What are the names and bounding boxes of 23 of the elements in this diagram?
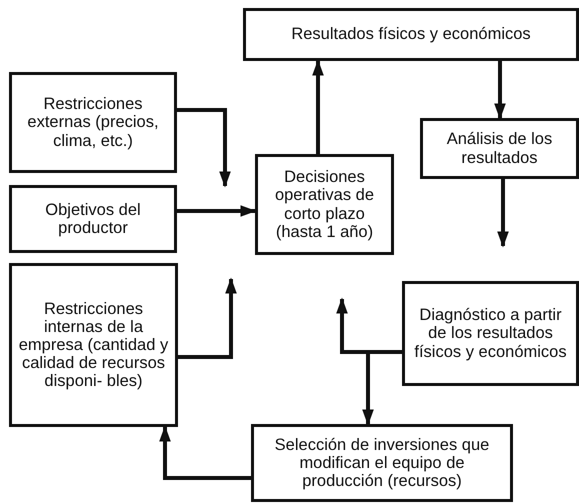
process-box — [9, 185, 177, 253]
process-box — [243, 8, 579, 61]
box-text: Diagnóstico a partir de los resultados físicos y económicos — [413, 306, 568, 361]
process-box — [9, 263, 178, 427]
process-box — [255, 154, 394, 255]
process-box — [402, 281, 579, 386]
arrow — [177, 108, 231, 188]
box-text: Decisiones operativas de corto plazo (hasta 1 año) — [274, 168, 376, 241]
process-box — [420, 118, 579, 179]
arrow — [177, 205, 256, 217]
box-text: Selección de inversiones que modifican el equipo de producción (recursos) — [274, 436, 490, 490]
arrow — [312, 60, 324, 154]
arrow — [494, 61, 506, 120]
process-box — [9, 72, 177, 173]
box-text: Resultados físicos y económicos — [291, 25, 531, 44]
box-text: Análisis de los resultados — [446, 130, 554, 167]
box-text: Restricciones internas de la empresa (cantidad y calidad de recursos disponi- bles) — [18, 300, 170, 390]
arrow — [178, 278, 237, 359]
process-box — [251, 424, 513, 502]
arrow — [159, 426, 251, 480]
box-text: Restricciones externas (precios, clima, etc.) — [26, 95, 160, 150]
arrow — [497, 179, 509, 248]
box-text: Objetivos del productor — [44, 200, 142, 238]
